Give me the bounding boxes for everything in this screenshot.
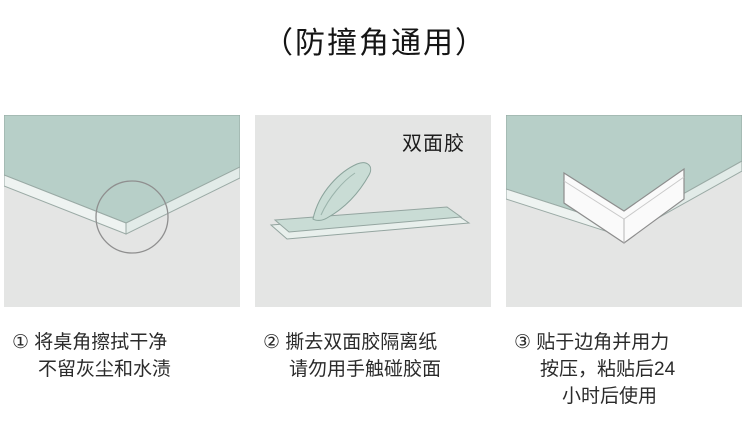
table-edge-right: [125, 166, 240, 235]
panel-tape: 双面胶: [255, 115, 491, 307]
caption-line: 按压，粘贴后24: [540, 359, 676, 380]
tape-label: 双面胶: [402, 133, 465, 155]
panels-row: 双面胶: [0, 115, 750, 307]
caption-line: ① 将桌角擦拭干净: [12, 332, 168, 353]
caption-step-3: ③ 贴于边角并用力 按压，粘贴后24 小时后使用: [506, 329, 742, 410]
caption-line: 小时后使用: [562, 386, 658, 407]
caption-line: 请勿用手触碰胶面: [289, 359, 442, 380]
peel-curl-line: [320, 172, 356, 216]
page-title: （防撞角通用）: [263, 27, 487, 60]
panel-protector-applied: [506, 115, 742, 307]
caption-line: 不留灰尘和水渍: [38, 359, 172, 380]
caption-line: ③ 贴于边角并用力: [514, 332, 670, 353]
tape-strip: [273, 206, 463, 233]
caption-line: ② 撕去双面胶隔离纸: [263, 332, 438, 353]
corner-highlight-circle: [95, 180, 169, 254]
captions-row: ① 将桌角擦拭干净 不留灰尘和水渍 ② 撕去双面胶隔离纸 请勿用手触碰胶面 ③ …: [0, 329, 750, 410]
tabletop-surface: [4, 115, 240, 224]
panel-clean-corner: [4, 115, 240, 307]
tape-illustration: [269, 162, 471, 240]
caption-step-2: ② 撕去双面胶隔离纸 请勿用手触碰胶面: [255, 329, 491, 410]
protector-illustration: [506, 115, 742, 244]
tape-peel: [312, 162, 372, 221]
caption-step-1: ① 将桌角擦拭干净 不留灰尘和水渍: [4, 329, 240, 410]
table-corner-illustration: [4, 115, 240, 254]
